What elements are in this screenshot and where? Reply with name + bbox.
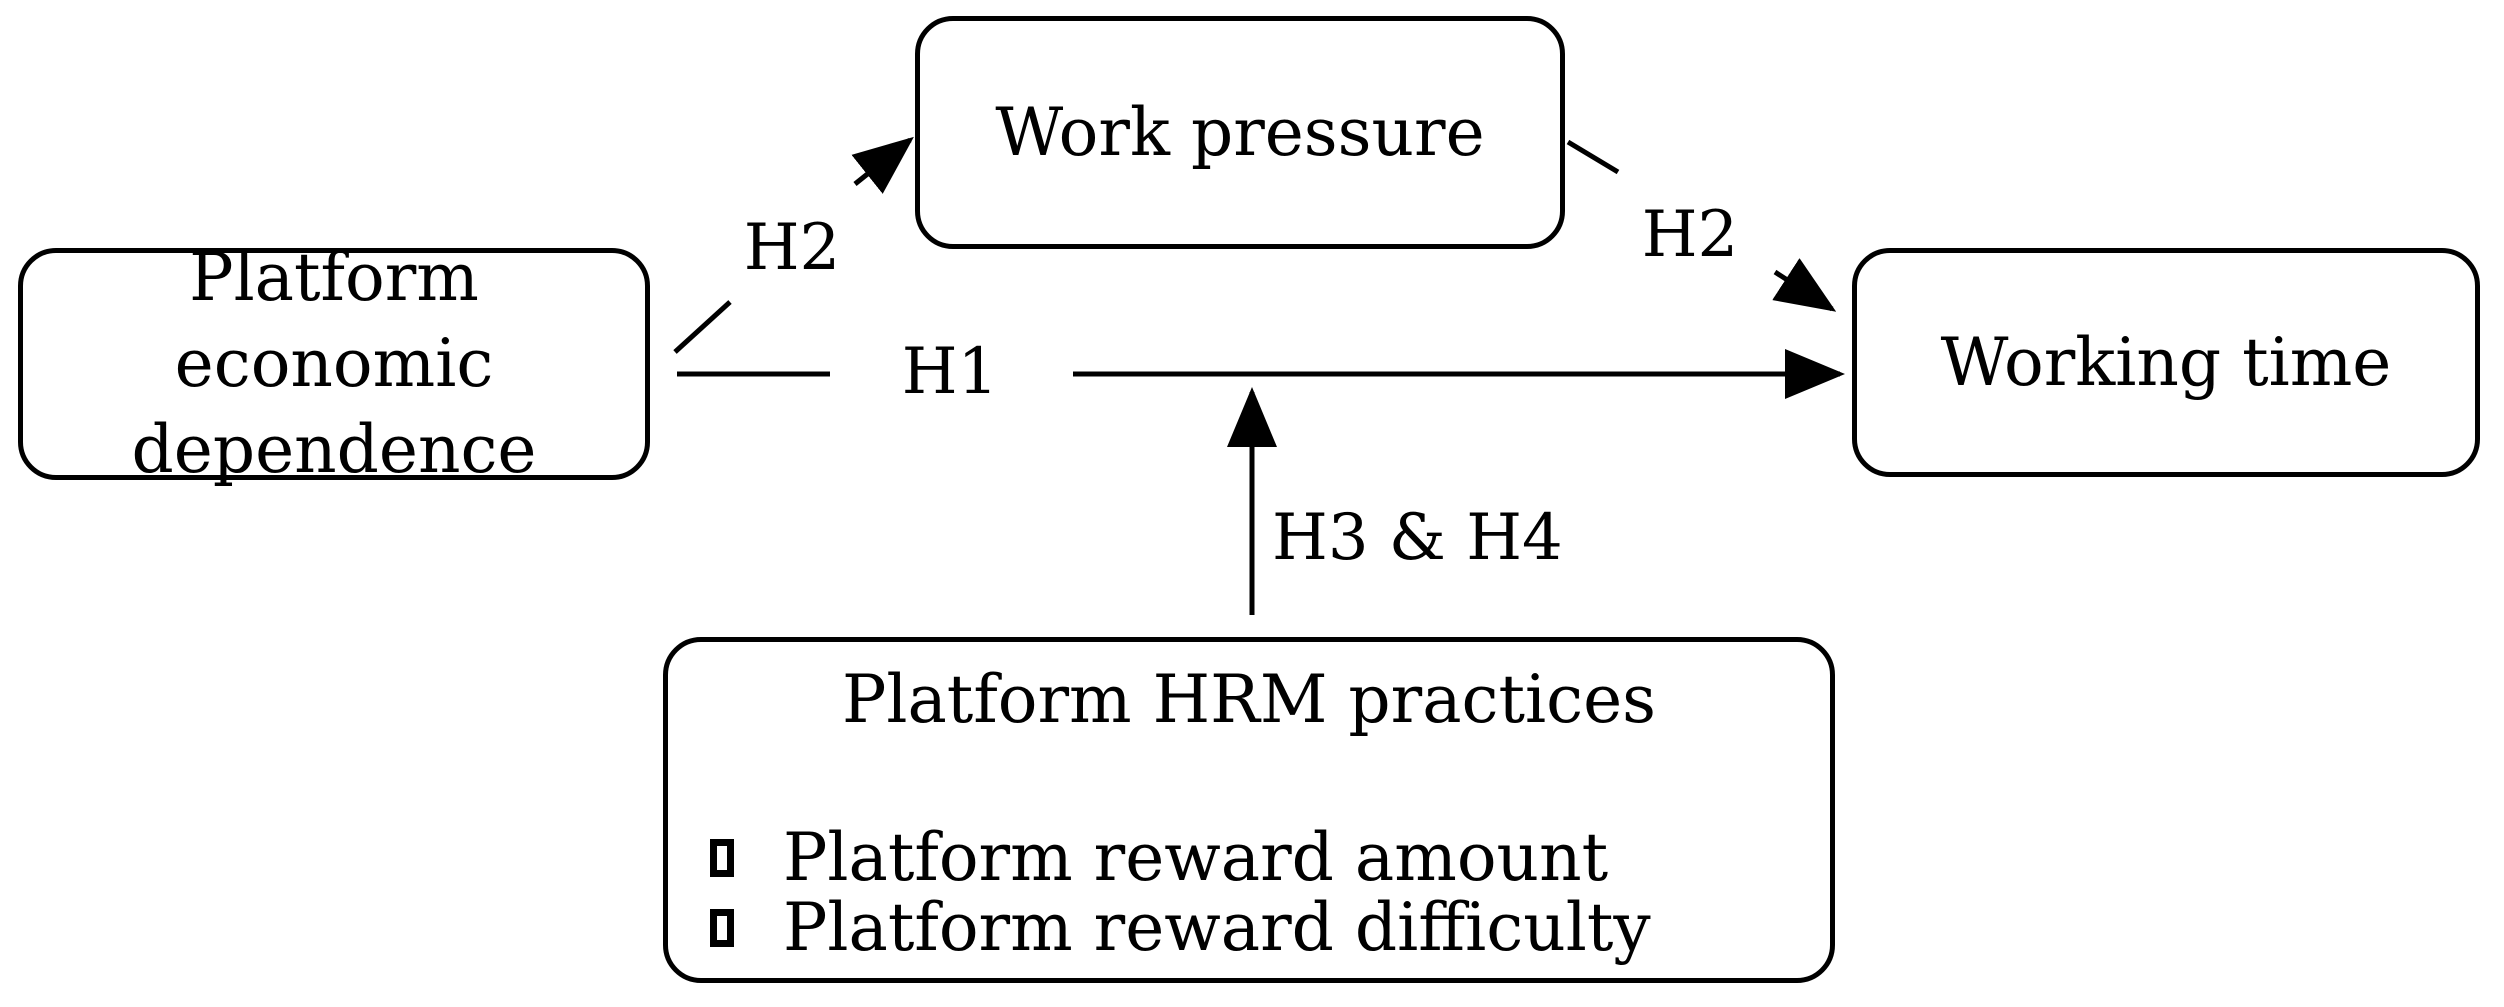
- hrm-item-label: Platform reward amount: [783, 819, 1609, 896]
- h2-right-arrow: [1772, 258, 1837, 312]
- edge-label-h2-left: H2: [743, 211, 841, 285]
- hrm-items-list: Platform reward amount Platform reward d…: [710, 823, 1830, 963]
- node-working-time: Working time: [1852, 248, 2480, 477]
- node-working-time-label: Working time: [1940, 323, 2392, 401]
- hrm-item-label: Platform reward difficulty: [783, 889, 1651, 966]
- h2-left-arrow: [851, 136, 914, 194]
- node-work-pressure: Work pressure: [915, 16, 1565, 249]
- node-platform-hrm-practices-title: Platform HRM practices: [841, 661, 1657, 738]
- square-bullet-icon: [710, 909, 734, 947]
- h2-left-segment: [673, 300, 732, 354]
- node-work-pressure-label: Work pressure: [995, 93, 1485, 171]
- node-platform-economic-dependence: Platform economic dependence: [18, 239, 650, 488]
- list-item: Platform reward difficulty: [710, 893, 1830, 963]
- square-bullet-icon: [710, 839, 734, 877]
- edge-label-h2-right: H2: [1641, 198, 1739, 272]
- h2-right-segment: [1566, 139, 1620, 175]
- node-platform-economic-dependence-label: Platform economic dependence: [131, 239, 537, 488]
- list-item: Platform reward amount: [710, 823, 1830, 893]
- edge-label-h1: H1: [901, 335, 999, 409]
- edge-label-h3h4: H3 & H4: [1272, 501, 1563, 575]
- node-platform-hrm-practices: Platform HRM practices Platform reward a…: [663, 637, 1835, 983]
